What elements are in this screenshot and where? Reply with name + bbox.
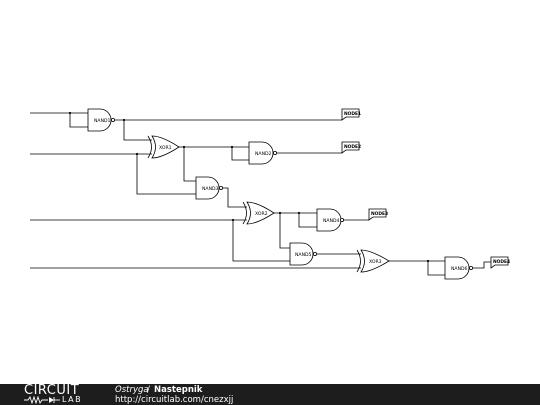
resistor-diode-icon [24,396,60,404]
nand6-gate[interactable]: NAND6 [444,256,473,280]
nand2-gate[interactable]: NAND2 [248,141,277,165]
footer-bar [0,384,540,405]
xor1-label: XOR1 [159,145,172,151]
node2-label[interactable]: NODE2 [341,141,361,154]
xor1-gate[interactable]: XOR1 [147,135,180,159]
wires [30,112,491,276]
nand3-gate[interactable]: NAND3 [195,176,223,200]
circuit-title[interactable]: Nastepnik [154,385,203,395]
nand1-gate[interactable]: NAND1 [87,108,116,132]
xor3-label: XOR3 [369,259,382,265]
xor2-label: XOR2 [255,211,268,217]
xor2-gate[interactable]: XOR2 [242,201,275,225]
author-link[interactable]: Ostryga [115,385,149,395]
nand2-label: NAND2 [255,151,272,157]
node2-text: NODE2 [344,144,361,150]
nand6-label: NAND6 [451,266,468,272]
node3-label[interactable]: NODE3 [368,208,388,221]
node3-text: NODE3 [371,211,388,217]
logo-lab-text: LAB [62,395,83,404]
nand3-label: NAND3 [202,186,219,192]
xor3-gate[interactable]: XOR3 [356,249,390,273]
nand4-label: NAND4 [323,218,340,224]
node1-text: NODE1 [344,111,361,117]
nand5-gate[interactable]: NAND5 [289,242,317,266]
nand1-label: NAND1 [94,118,111,124]
nand5-label: NAND5 [295,252,312,258]
junctions [68,111,430,263]
nand4-gate[interactable]: NAND4 [316,208,344,232]
node4-text: NODE4 [493,259,510,265]
logo-circuit-text: CIRCUIT [24,383,80,398]
node1-label[interactable]: NODE1 [341,108,361,121]
node4-label[interactable]: NODE4 [490,256,510,269]
circuit-url-link[interactable]: http://circuitlab.com/cnezxjj [115,395,234,405]
breadcrumb-separator: / [147,385,150,395]
